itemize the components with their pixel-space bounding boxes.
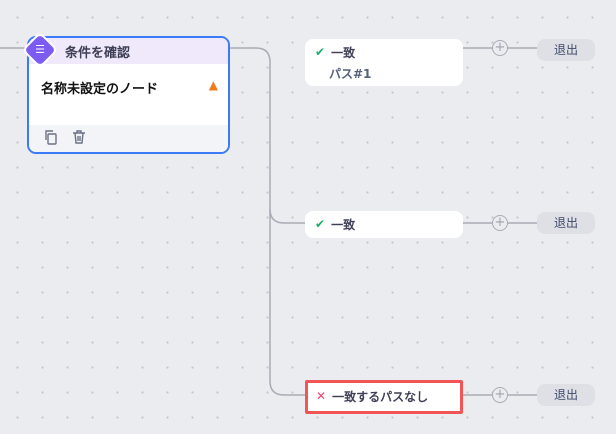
branch-sublabel: パス#1 [329,67,372,81]
add-step-button[interactable]: + [492,40,508,56]
add-step-button[interactable]: + [492,215,508,231]
branch-label: 一致 [331,45,356,60]
add-step-button[interactable]: + [492,387,508,403]
trash-icon[interactable] [71,129,87,149]
exit-button[interactable]: 退出 [537,39,595,61]
node-header: 条件を確認 [29,38,228,64]
list-icon: ☰ [35,43,45,56]
x-icon: ✕ [316,389,327,403]
branch-label: 一致 [331,217,356,232]
check-icon: ✔ [315,45,326,59]
exit-button[interactable]: 退出 [537,384,595,406]
condition-node[interactable]: 条件を確認 名称未設定のノード ▲ [27,36,230,154]
exit-button[interactable]: 退出 [537,212,595,234]
warning-icon: ▲ [208,78,218,92]
branch-no-match[interactable]: ✕ 一致するパスなし [305,380,463,414]
branch-match-1[interactable]: ✔ 一致 パス#1 [305,39,463,86]
check-icon: ✔ [315,217,326,231]
branch-label: 一致するパスなし [332,389,429,404]
node-name: 名称未設定のノード [41,82,159,97]
copy-icon[interactable] [43,129,59,149]
branch-match-2[interactable]: ✔ 一致 [305,211,463,238]
